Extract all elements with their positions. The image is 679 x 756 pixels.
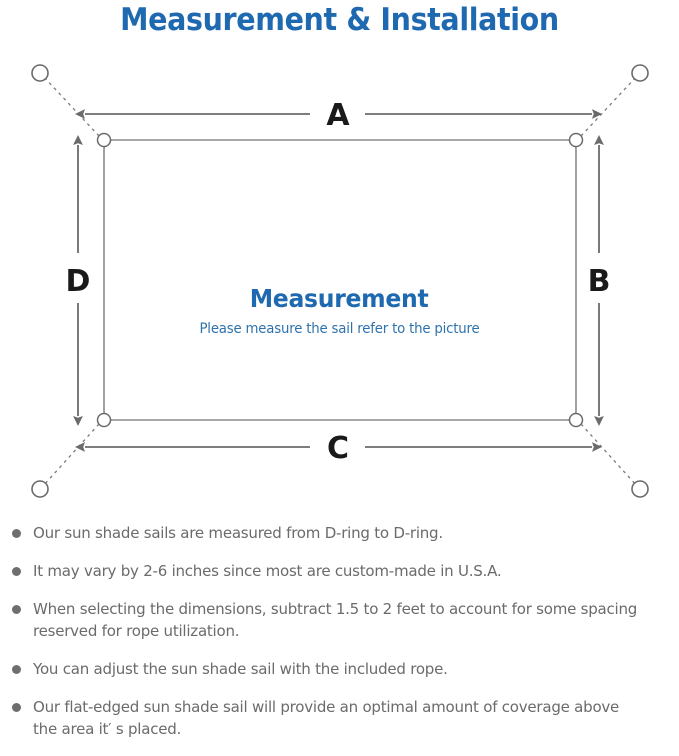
list-item-text: It may vary by 2-6 inches since most are… bbox=[33, 562, 502, 580]
sail-body bbox=[103, 139, 577, 421]
rope-line-bottom-right bbox=[580, 423, 638, 487]
rope-line-top-right bbox=[580, 75, 638, 137]
rope-line-top-left bbox=[42, 75, 100, 137]
list-item-text: Our flat-edged sun shade sail will provi… bbox=[33, 698, 620, 738]
list-item: Our sun shade sails are measured from D-… bbox=[0, 522, 679, 544]
bullet-icon bbox=[12, 703, 21, 712]
bullet-icon bbox=[12, 529, 21, 538]
bullet-icon bbox=[12, 567, 21, 576]
list-item-text: When selecting the dimensions, subtract … bbox=[33, 600, 638, 640]
list-item-text: Our sun shade sails are measured from D-… bbox=[33, 524, 443, 542]
d-ring-bottom-left-icon bbox=[96, 412, 112, 428]
anchor-point-top-left bbox=[31, 64, 49, 82]
list-item: You can adjust the sun shade sail with t… bbox=[0, 658, 679, 680]
bullet-icon bbox=[12, 665, 21, 674]
list-item-text: You can adjust the sun shade sail with t… bbox=[33, 660, 448, 678]
dimension-label-d: D bbox=[66, 264, 91, 299]
list-item: It may vary by 2-6 inches since most are… bbox=[0, 560, 679, 582]
d-ring-bottom-right-icon bbox=[568, 412, 584, 428]
rope-line-bottom-left bbox=[42, 423, 100, 487]
d-ring-top-left-icon bbox=[96, 132, 112, 148]
anchor-point-top-right bbox=[631, 64, 649, 82]
notes-list: Our sun shade sails are measured from D-… bbox=[0, 522, 679, 756]
dimension-label-c: C bbox=[327, 431, 349, 466]
d-ring-top-right-icon bbox=[568, 132, 584, 148]
sun-shade-sail-measurement-diagram: A C D B Measurement Please measure the s… bbox=[0, 48, 679, 518]
anchor-point-bottom-left bbox=[31, 480, 49, 498]
dimension-label-a: A bbox=[326, 98, 350, 133]
list-item: Our flat-edged sun shade sail will provi… bbox=[0, 696, 679, 740]
bullet-icon bbox=[12, 605, 21, 614]
list-item: When selecting the dimensions, subtract … bbox=[0, 598, 679, 642]
dimension-label-b: B bbox=[588, 264, 611, 299]
anchor-point-bottom-right bbox=[631, 480, 649, 498]
page-title: Measurement & Installation bbox=[120, 2, 559, 38]
